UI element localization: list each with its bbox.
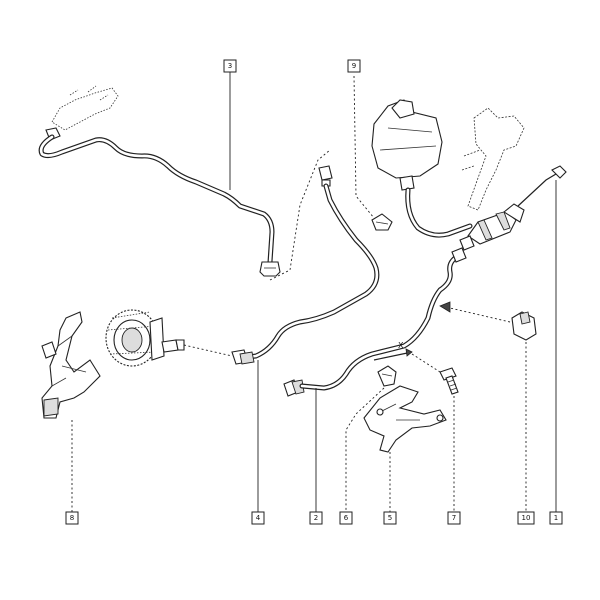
- svg-text:8: 8: [70, 514, 74, 522]
- svg-text:1: 1: [554, 514, 558, 522]
- concentric-slave-cylinder: [105, 309, 233, 367]
- svg-text:2: 2: [314, 514, 318, 522]
- part-8-clutch-bracket: [41, 311, 101, 512]
- part-4-pipe-assembly: [231, 165, 380, 365]
- callout-6: 6: [339, 511, 353, 525]
- svg-text:7: 7: [452, 514, 456, 522]
- svg-text:10: 10: [522, 514, 531, 522]
- part-3-pipe-assembly: [38, 85, 331, 281]
- svg-text:4: 4: [256, 514, 261, 522]
- svg-text:5: 5: [388, 514, 392, 522]
- callout-7: 7: [447, 511, 461, 525]
- part-5-pipe-bracket: [363, 385, 447, 512]
- svg-text:6: 6: [344, 514, 349, 522]
- part-9-hose-clip: [353, 75, 393, 231]
- part-6-pipe-clip: X: [345, 341, 441, 512]
- callout-4: 4: [251, 511, 265, 525]
- svg-text:3: 3: [228, 62, 232, 70]
- callout-2: 2: [309, 511, 323, 525]
- callout-10: 10: [517, 511, 535, 525]
- clutch-master-cylinder: [371, 99, 567, 251]
- part-7-bolt: [439, 367, 459, 512]
- callout-5: 5: [383, 511, 397, 525]
- x-dimension-label: X: [398, 341, 404, 350]
- part-10-connector: [439, 301, 537, 512]
- callout-1: 1: [549, 511, 563, 525]
- callout-3: 3: [223, 59, 237, 73]
- callout-9: 9: [347, 59, 361, 73]
- part-2-pipe-assembly: [283, 247, 467, 397]
- svg-text:9: 9: [352, 62, 356, 70]
- callout-8: 8: [65, 511, 79, 525]
